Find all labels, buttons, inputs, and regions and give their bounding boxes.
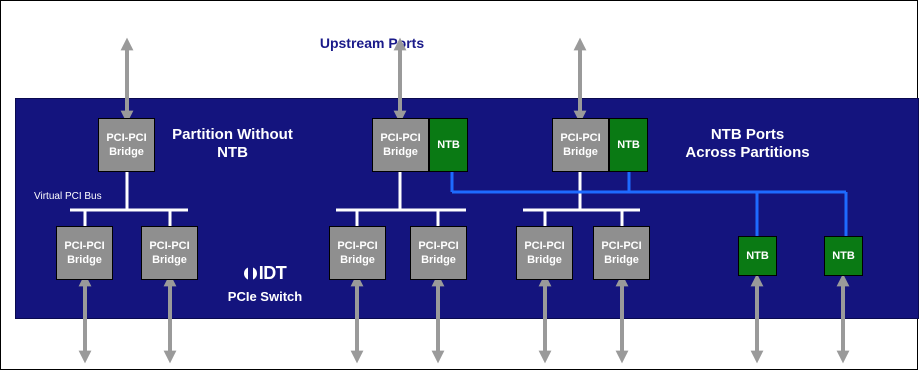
downstream-bridge-2: PCI-PCI Bridge [141,226,198,280]
bridge-label-line1: PCI-PCI [560,132,601,144]
ntb-endpoint-upstream-2: NTB [429,118,468,172]
ntb-endpoint-downstream-1: NTB [738,236,777,276]
ntb-ports-label-line1: NTB Ports [710,126,785,143]
partition-label-line2: NTB [217,144,248,161]
ntb-endpoint-downstream-2: NTB [824,236,863,276]
virtual-bus-1 [70,172,188,226]
bridge-label-line1: PCI-PCI [524,240,565,252]
partition-label: Partition Without NTB [155,126,310,162]
ntb-label: NTB [746,250,769,262]
bridge-label-line2: Bridge [152,254,187,266]
bridge-label-line1: PCI-PCI [64,240,105,252]
virtual-bus-label: Virtual PCI Bus [34,191,102,202]
bridge-label-line1: PCI-PCI [149,240,190,252]
bridge-label-line2: Bridge [109,146,144,158]
bridge-label-line2: Bridge [340,254,375,266]
idt-logo-text: IDT [258,262,287,283]
ntb-label: NTB [832,250,855,262]
upstream-bridge-2: PCI-PCI Bridge [372,118,429,172]
virtual-bus-3 [523,172,640,226]
idt-logo: IDT [233,262,297,284]
ntb-ports-label: NTB Ports Across Partitions [650,126,845,162]
bridge-label-line1: PCI-PCI [380,132,421,144]
bridge-label-line2: Bridge [563,146,598,158]
downstream-bridge-3: PCI-PCI Bridge [329,226,386,280]
ntb-interconnect [450,172,848,236]
downstream-bridge-6: PCI-PCI Bridge [593,226,650,280]
partition-label-line1: Partition Without [172,126,293,143]
bridge-label-line1: PCI-PCI [418,240,459,252]
bridge-label-line2: Bridge [67,254,102,266]
bridge-label-line2: Bridge [383,146,418,158]
downstream-bridge-5: PCI-PCI Bridge [516,226,573,280]
downstream-bridge-1: PCI-PCI Bridge [56,226,113,280]
bridge-label-line1: PCI-PCI [601,240,642,252]
ntb-label: NTB [437,139,460,151]
bridge-label-line2: Bridge [421,254,456,266]
upstream-bridge-3: PCI-PCI Bridge [552,118,609,172]
bridge-label-line1: PCI-PCI [106,132,147,144]
upstream-bridge-1: PCI-PCI Bridge [98,118,155,172]
ntb-endpoint-upstream-3: NTB [609,118,648,172]
ntb-ports-label-line2: Across Partitions [685,144,810,161]
ntb-label: NTB [617,139,640,151]
pcie-switch-label: PCIe Switch [227,289,303,304]
virtual-bus-2 [336,172,466,226]
bridge-label-line2: Bridge [604,254,639,266]
idt-logo-mark-icon [243,266,257,280]
bridge-label-line2: Bridge [527,254,562,266]
bridge-label-line1: PCI-PCI [337,240,378,252]
downstream-bridge-4: PCI-PCI Bridge [410,226,467,280]
